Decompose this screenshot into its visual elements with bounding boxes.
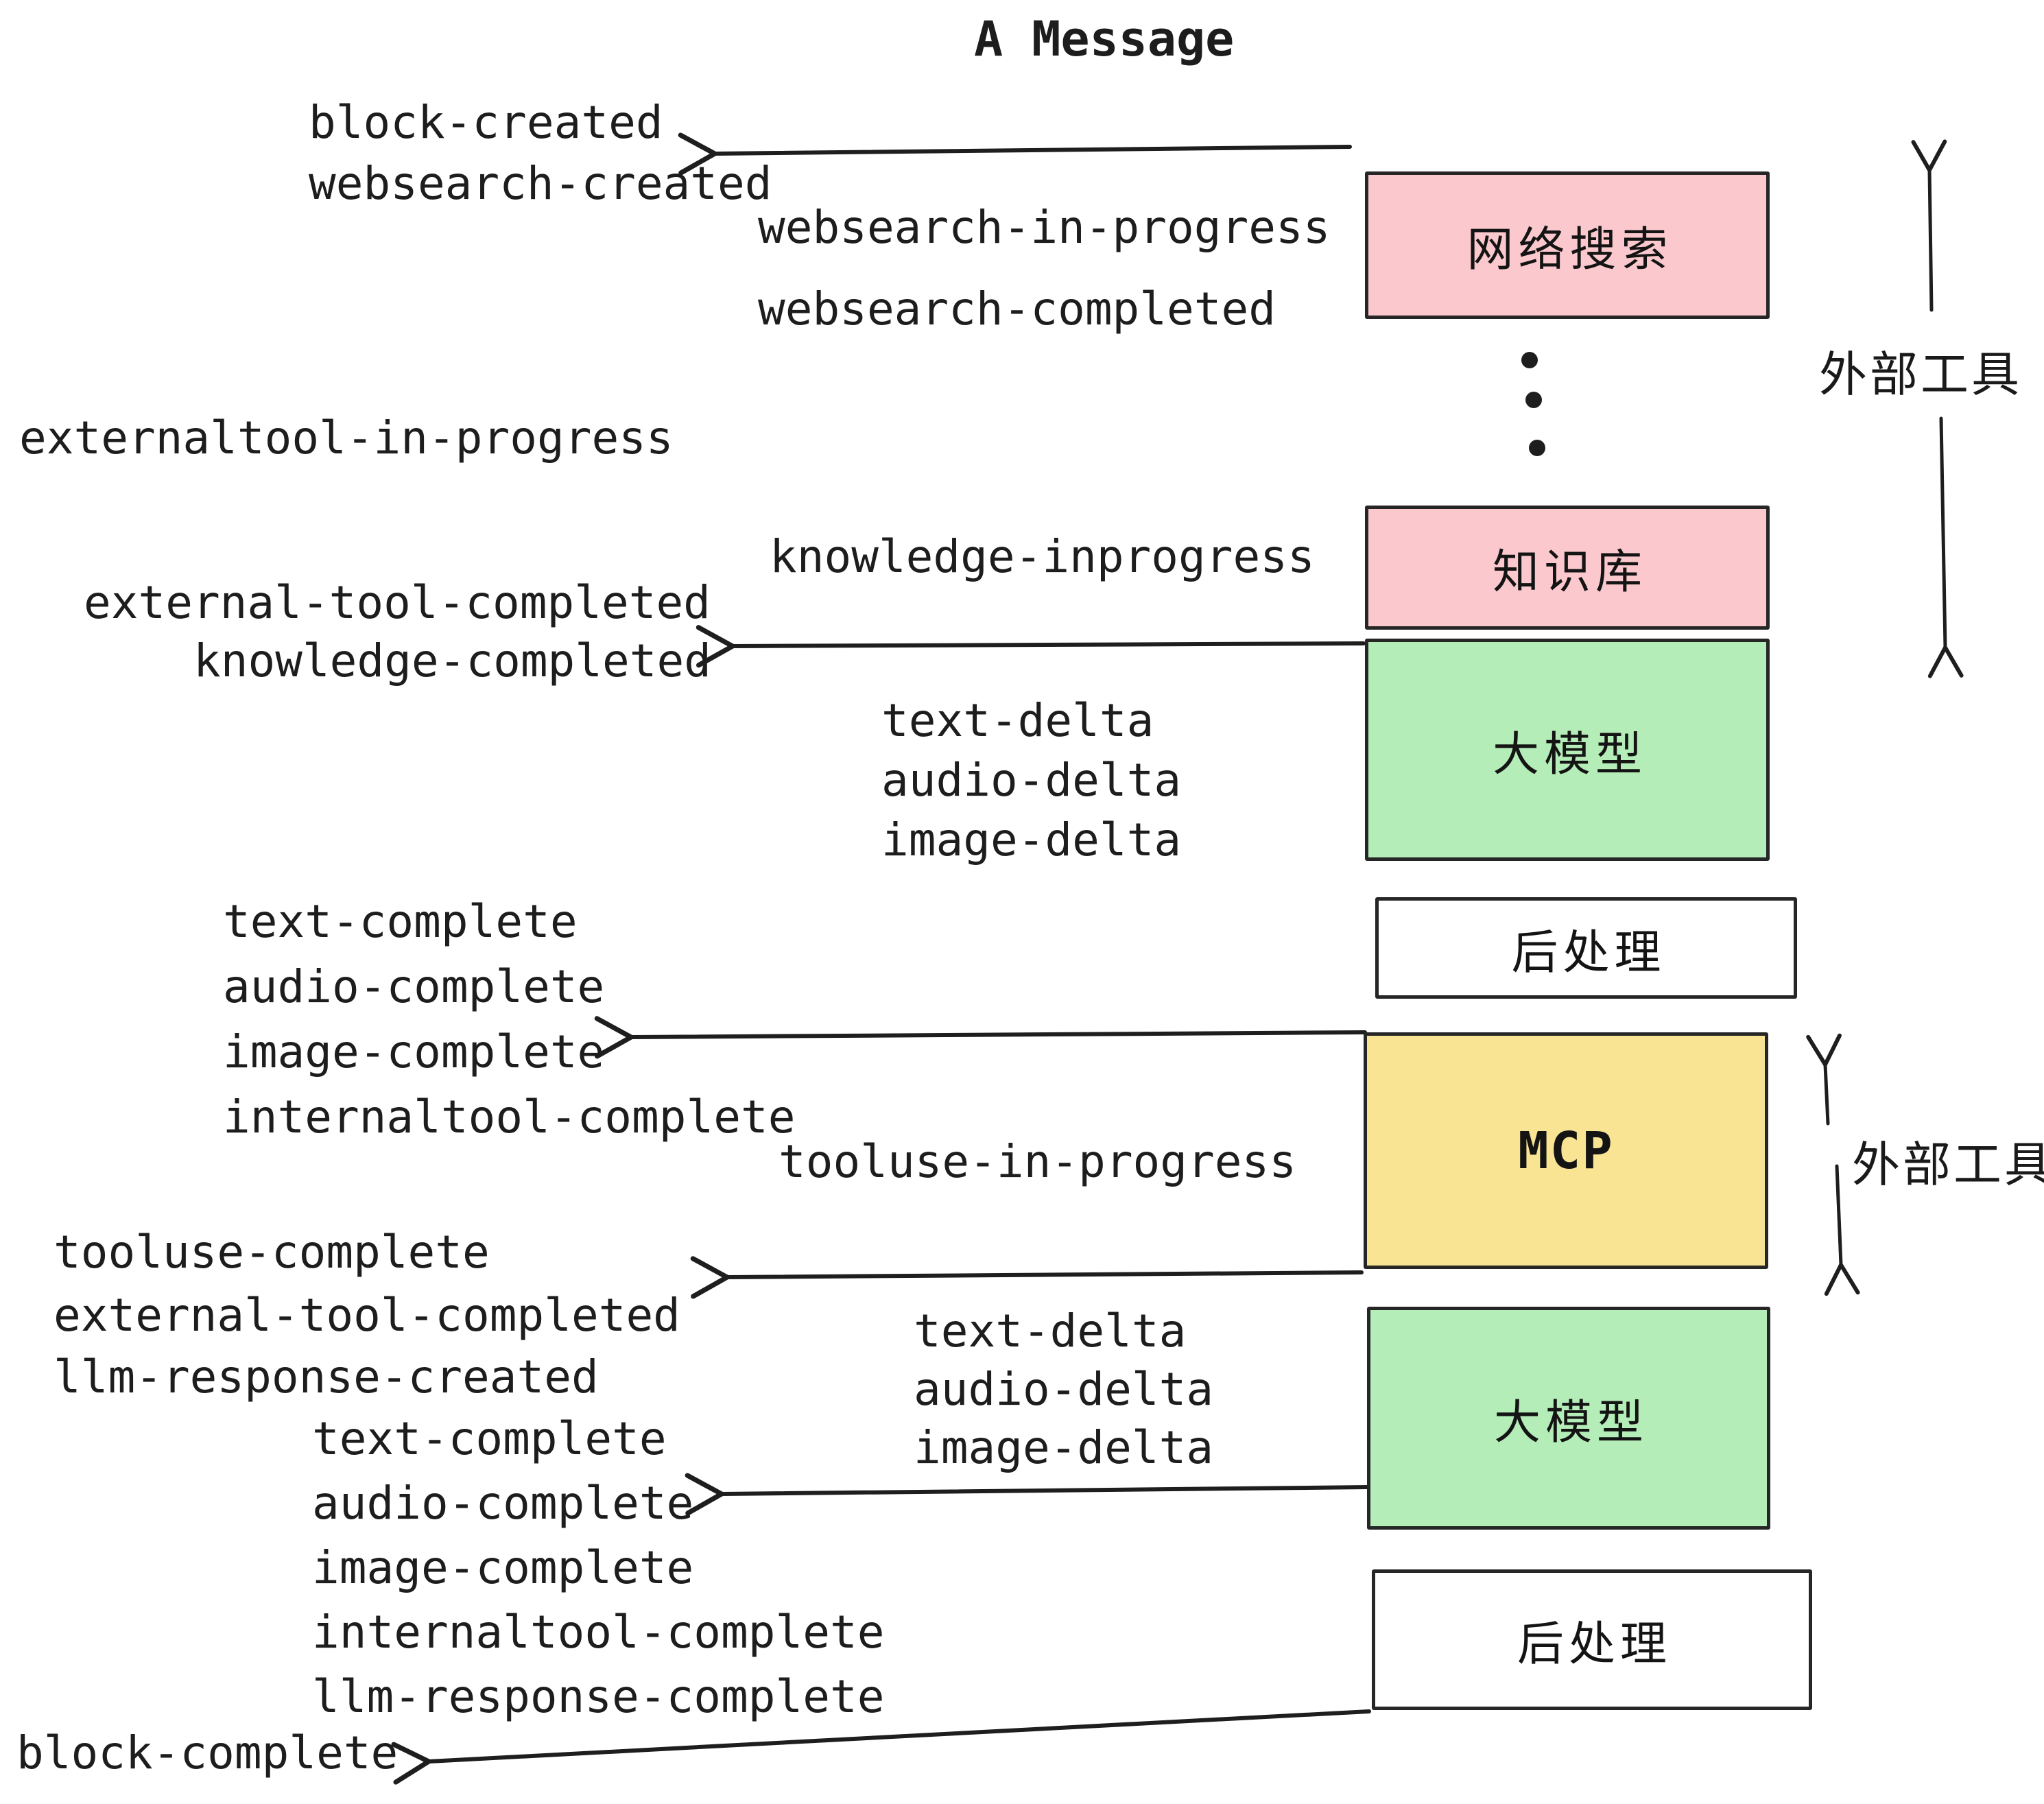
event-label-websearch-in-progress: websearch-in-progress (758, 201, 1331, 254)
external-tools-annotation-top: 外部工具 (1819, 346, 2022, 403)
arrow-knowledge-completed (696, 625, 1366, 668)
flow-box-knowledge-label: 知识库 (1492, 545, 1647, 600)
event-label-knowledge-completed: knowledge-completed (193, 634, 711, 687)
event-label-knowledge-inprogress: knowledge-inprogress (770, 530, 1315, 583)
event-label-audio-complete-bottom: audio-complete (312, 1477, 694, 1530)
event-label-externaltool-in-progress: externaltool-in-progress (19, 412, 674, 464)
event-label-websearch-completed: websearch-completed (758, 283, 1276, 335)
event-label-websearch-created: websearch-created (309, 157, 772, 210)
arrow-websearch-created (678, 132, 1352, 176)
flow-box-postprocess-bottom: 后处理 (1372, 1569, 1812, 1710)
event-label-block-created: block-created (309, 96, 663, 149)
event-label-external-tool-completed-bottom: external-tool-completed (54, 1289, 680, 1342)
arrow-external-tools-top-down (1927, 416, 1964, 678)
arrow-llm-bottom-out (685, 1473, 1370, 1516)
event-label-audio-delta-bottom: audio-delta (914, 1363, 1214, 1416)
vertical-ellipsis-icon (1521, 352, 1545, 456)
arrow-external-tools-bottom-up (1806, 1033, 1842, 1126)
event-label-text-complete-mid: text-complete (223, 895, 578, 948)
event-label-text-delta-top: text-delta (881, 694, 1154, 747)
arrow-external-tools-bottom-down (1824, 1164, 1860, 1296)
event-label-tooluse-in-progress: tooluse-in-progress (779, 1135, 1296, 1188)
event-label-text-complete-bottom: text-complete (312, 1412, 667, 1465)
flow-box-postprocess-top: 后处理 (1375, 897, 1797, 999)
flow-box-postprocess-bottom-label: 后处理 (1517, 1617, 1672, 1672)
flow-box-llm-bottom-label: 大模型 (1493, 1396, 1648, 1450)
event-label-text-delta-bottom: text-delta (914, 1305, 1187, 1357)
flow-box-knowledge: 知识库 (1365, 506, 1770, 630)
event-label-image-delta-top: image-delta (881, 814, 1182, 866)
event-label-internaltool-complete-mid: internaltool-complete (223, 1091, 796, 1143)
flow-box-llm-top: 大模型 (1365, 639, 1770, 861)
flow-box-llm-bottom: 大模型 (1367, 1307, 1770, 1530)
external-tools-annotation-bottom: 外部工具 (1852, 1137, 2044, 1193)
event-label-image-complete-bottom: image-complete (312, 1541, 694, 1594)
event-label-llm-response-created: llm-response-created (54, 1351, 599, 1403)
event-label-image-complete-mid: image-complete (223, 1025, 605, 1078)
event-label-audio-delta-top: audio-delta (881, 754, 1182, 807)
flow-box-postprocess-top-label: 后处理 (1511, 925, 1666, 980)
event-label-image-delta-bottom: image-delta (914, 1421, 1214, 1474)
flow-box-mcp-label: MCP (1518, 1121, 1614, 1180)
event-label-external-tool-completed-top: external-tool-completed (84, 576, 711, 629)
arrow-postprocess-top-out (594, 1016, 1367, 1059)
flow-box-mcp: MCP (1364, 1032, 1768, 1269)
event-label-tooluse-complete: tooluse-complete (54, 1226, 490, 1279)
flow-box-llm-top-label: 大模型 (1492, 727, 1647, 782)
event-label-block-complete: block-complete (16, 1726, 399, 1779)
arrow-external-tools-top-up (1911, 139, 1947, 312)
event-label-audio-complete-mid: audio-complete (223, 960, 605, 1013)
page-title: A Message (974, 11, 1235, 67)
event-label-llm-response-complete: llm-response-complete (312, 1670, 885, 1723)
flow-box-websearch: 网络搜索 (1365, 171, 1770, 319)
event-label-internaltool-complete-bottom: internaltool-complete (312, 1606, 885, 1659)
flow-box-websearch-label: 网络搜索 (1466, 223, 1673, 277)
arrow-tooluse-complete (690, 1256, 1364, 1299)
